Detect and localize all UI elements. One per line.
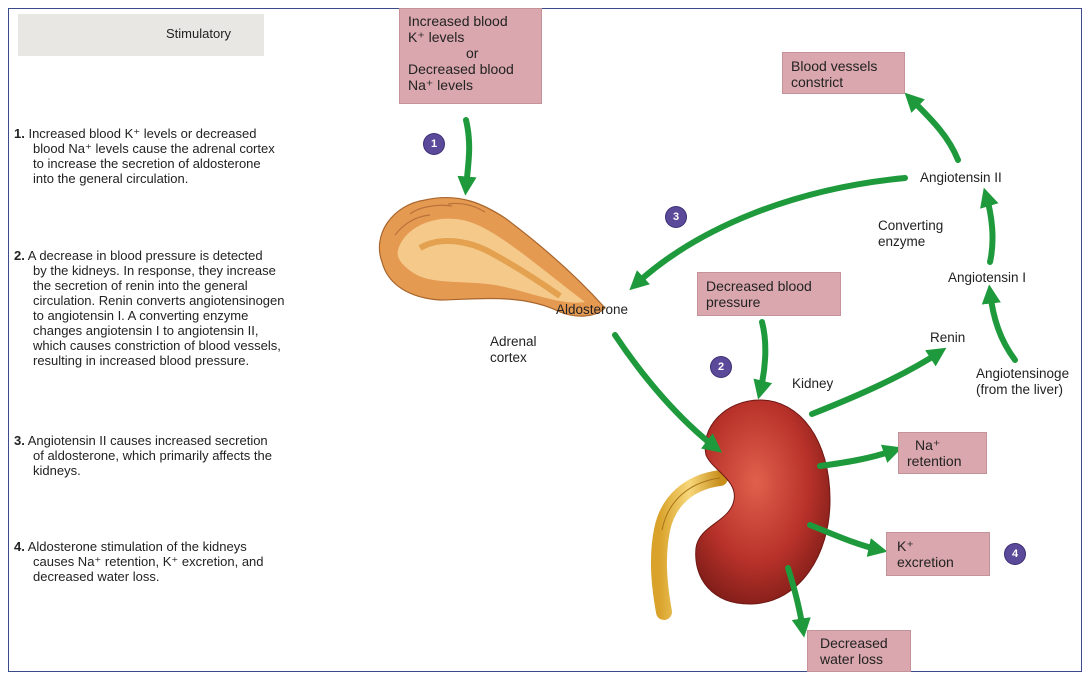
aldosterone-label: Aldosterone: [556, 302, 628, 318]
arrow-angio1-to-angio2: [986, 195, 993, 262]
step-badge-2: 2: [711, 357, 731, 377]
kidney-illustration: [696, 400, 830, 604]
blood-vessels-constrict-box: Blood vessels constrict: [782, 52, 905, 94]
arrow-kidney-to-na: [820, 450, 895, 466]
legend-label: Stimulatory: [166, 26, 231, 41]
decreased-blood-pressure-box: Decreased blood pressure: [697, 272, 841, 316]
kidney-label: Kidney: [792, 376, 833, 392]
arrow-aldosterone-to-kidney: [615, 335, 716, 448]
adrenal-gland-illustration: [379, 198, 605, 317]
step-4-text: 4. Aldosterone stimulation of the kidney…: [14, 539, 364, 584]
arrow-angio2-to-vessels: [910, 98, 958, 160]
arrow-top-to-adrenal: [466, 120, 469, 188]
step-badge-3: 3: [666, 207, 686, 227]
arrow-angiotensinogen-to-angio1: [990, 292, 1015, 360]
converting-enzyme-label: Converting enzyme: [878, 218, 943, 250]
renin-label: Renin: [930, 330, 965, 346]
step-3-text: 3. Angiotensin II causes increased secre…: [14, 433, 364, 478]
step-badge-1: 1: [424, 134, 444, 154]
arrow-angio2-to-aldosterone: [635, 178, 905, 285]
adrenal-cortex-label: Adrenal cortex: [490, 334, 537, 366]
step-badge-4: 4: [1005, 544, 1025, 564]
na-retention-box: Na⁺ retention: [898, 432, 987, 474]
step-2-text: 2. A decrease in blood pressure is detec…: [14, 248, 364, 368]
stimulus-box: Increased blood K⁺ levels or Decreased b…: [399, 8, 542, 104]
angiotensin-ii-label: Angiotensin II: [920, 170, 1002, 186]
k-excretion-box: K⁺ excretion: [886, 532, 990, 576]
legend-box: Stimulatory: [18, 14, 264, 56]
step-1-text: 1. Increased blood K⁺ levels or decrease…: [14, 126, 364, 186]
angiotensinogen-label: Angiotensinoge (from the liver): [976, 366, 1069, 398]
decreased-water-loss-box: Decreased water loss: [807, 630, 911, 672]
arrow-bp-to-kidney: [760, 322, 765, 392]
angiotensin-i-label: Angiotensin I: [948, 270, 1026, 286]
